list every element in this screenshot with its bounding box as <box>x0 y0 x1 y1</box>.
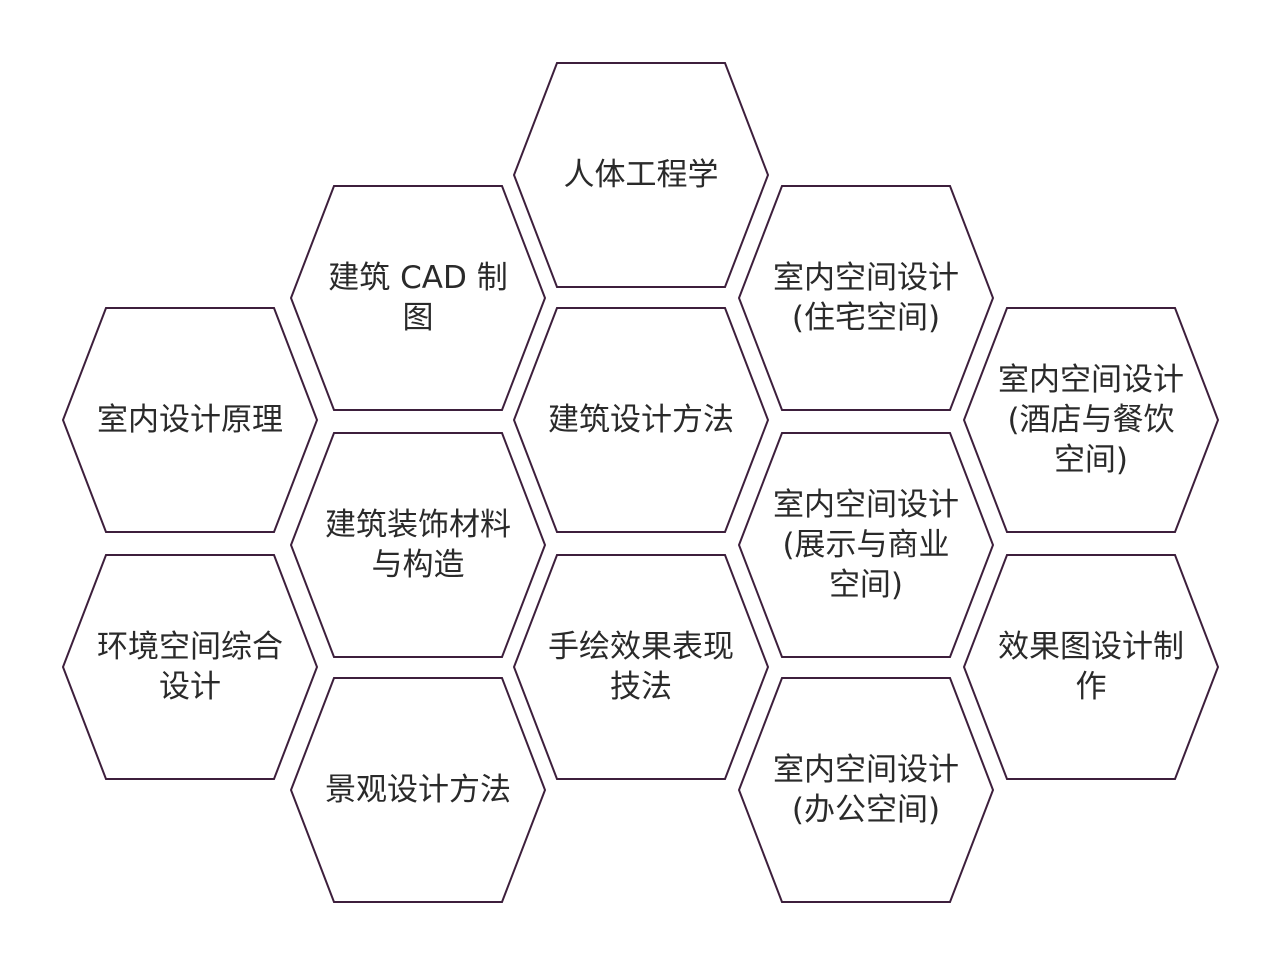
hexagon-bangong <box>737 677 995 903</box>
hexagon-label-line: 技法 <box>610 669 672 705</box>
hexagon-label-line: 建筑 CAD 制 <box>328 260 508 296</box>
hexagon-label-zhanshi: 室内空间设计 (展示与商业空间) <box>761 485 971 605</box>
hexagon-label-line: 空间) <box>828 567 904 603</box>
hexagon-label-line: (住宅空间) <box>791 300 941 336</box>
hexagon-label-line: 图 <box>402 300 434 336</box>
hexagon-label-line: 设计 <box>159 669 221 705</box>
hexagon-label-line: 效果图设计制 <box>998 629 1184 665</box>
hexagon-label-line: 室内空间设计 <box>773 487 959 523</box>
hexagon-label-jianzhu-fangfa: 建筑设计方法 <box>536 400 746 440</box>
hexagon-label-line: 环境空间综合 <box>97 629 283 665</box>
hexagon-label-bangong: 室内空间设计 (办公空间) <box>761 750 971 830</box>
hexagon-label-line: 室内设计原理 <box>97 402 283 438</box>
hexagon-label-line: 室内空间设计 <box>998 362 1184 398</box>
hexagon-label-line: 景观设计方法 <box>325 772 511 808</box>
hexagon-label-line: (办公空间) <box>791 792 941 828</box>
hexagon-label-line: 室内空间设计 <box>773 260 959 296</box>
hexagon-label-line: 作 <box>1075 669 1107 705</box>
hexagon-label-yuanli: 室内设计原理 <box>85 400 295 440</box>
hexagon-shouhui <box>512 554 770 780</box>
hexagon-label-huanjing: 环境空间综合设计 <box>85 627 295 707</box>
hexagon-label-shouhui: 手绘效果表现技法 <box>536 627 746 707</box>
hexagon-label-renti: 人体工程学 <box>536 155 746 195</box>
hexagon-zhuzhai <box>737 185 995 411</box>
hexagon-label-line: 建筑设计方法 <box>548 402 734 438</box>
hexagon-jianzhu-fangfa <box>512 307 770 533</box>
hexagon-label-line: 建筑装饰材料 <box>325 507 511 543</box>
hexagon-label-zhuzhai: 室内空间设计 (住宅空间) <box>761 258 971 338</box>
hexagon-label-line: 与构造 <box>371 547 465 583</box>
hexagon-cad <box>289 185 547 411</box>
hexagon-renti <box>512 62 770 288</box>
hexagon-label-cad: 建筑 CAD 制图 <box>313 258 523 338</box>
hexagon-xiaoguotu <box>962 554 1220 780</box>
hexagon-label-cailiao: 建筑装饰材料与构造 <box>313 505 523 585</box>
hexagon-label-line: 手绘效果表现 <box>548 629 734 665</box>
hexagon-label-line: 人体工程学 <box>563 157 719 193</box>
hexagon-label-jingguan: 景观设计方法 <box>313 770 523 810</box>
hexagon-label-line: (展示与商业 <box>782 527 950 563</box>
hexagon-cailiao <box>289 432 547 658</box>
hexagon-label-line: 室内空间设计 <box>773 752 959 788</box>
hexagon-label-xiaoguotu: 效果图设计制作 <box>986 627 1196 707</box>
hexagon-zhanshi <box>737 432 995 658</box>
hexagon-huanjing <box>61 554 319 780</box>
hexagon-jiudian <box>962 307 1220 533</box>
hexagon-label-line: 空间) <box>1053 442 1129 478</box>
hexagon-label-line: (酒店与餐饮 <box>1007 402 1175 438</box>
hexagon-yuanli <box>61 307 319 533</box>
hexagon-jingguan <box>289 677 547 903</box>
hexagon-label-jiudian: 室内空间设计 (酒店与餐饮空间) <box>986 360 1196 480</box>
